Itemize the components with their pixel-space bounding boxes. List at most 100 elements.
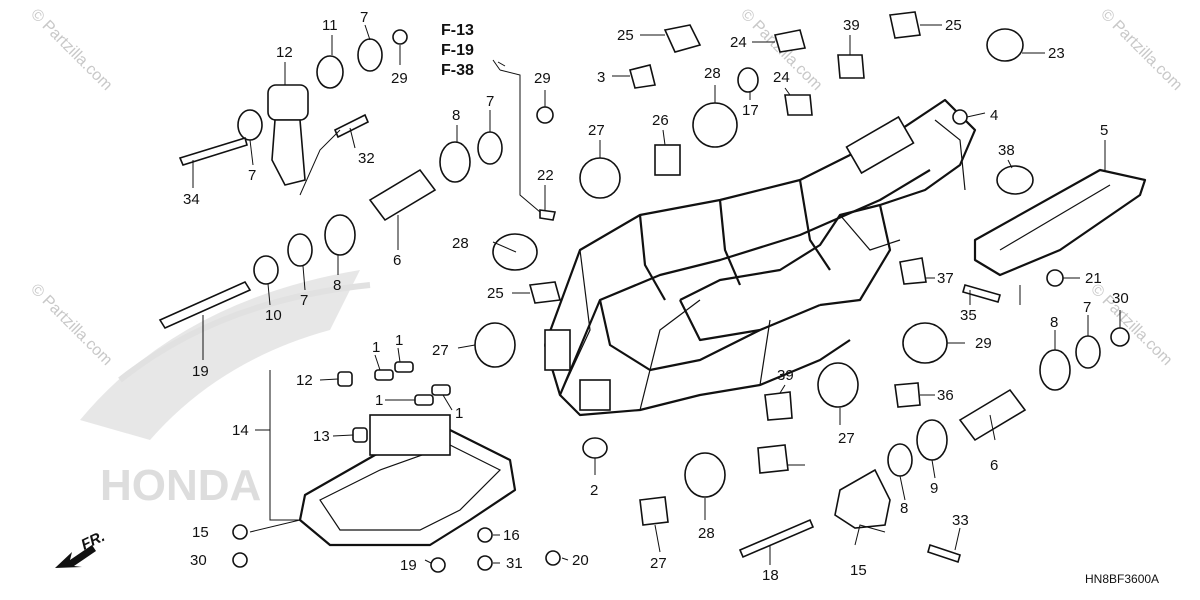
reference-page-3[interactable]: F-38	[441, 62, 474, 79]
reference-arrow	[492, 59, 501, 71]
washer-30-right	[477, 555, 493, 571]
clip-24-a	[528, 281, 562, 304]
callout-27-c: 27	[838, 430, 855, 447]
callout-24-b: 25	[487, 285, 504, 302]
bolt-19-left	[430, 557, 446, 573]
callout-1-a: 1	[372, 339, 380, 356]
bearing-8-lower	[324, 214, 356, 256]
callout-2: 2	[590, 482, 598, 499]
callout-23: 24	[773, 69, 790, 86]
callout-15-a: 15	[192, 524, 209, 541]
main-frame	[543, 98, 977, 417]
clamp-22	[986, 28, 1024, 62]
callout-21: 22	[537, 167, 554, 184]
callout-32: 33	[952, 512, 969, 529]
bushing-7-right	[1075, 335, 1101, 369]
callout-8-a: 8	[452, 107, 460, 124]
bolt-31	[333, 113, 370, 139]
callout-24-a: 24	[730, 34, 747, 51]
reference-page-1[interactable]: F-13	[441, 22, 474, 39]
rivet-12-a	[337, 371, 353, 387]
clip-39-low	[757, 444, 789, 474]
callout-25-b: 25	[945, 17, 962, 34]
callout-29-c: 30	[1112, 290, 1129, 307]
clamp-25-a	[663, 24, 702, 53]
callout-30-a: 30	[190, 552, 207, 569]
callout-6-a: 6	[393, 252, 401, 269]
rubber-1-d	[431, 384, 451, 396]
callout-28-c: 29	[975, 335, 992, 352]
reference-page-2[interactable]: F-19	[441, 42, 474, 59]
callout-25-a: 25	[617, 27, 634, 44]
clip-35	[894, 382, 921, 408]
callout-29-b: 29	[534, 70, 551, 87]
rubber-1-b	[394, 361, 414, 373]
bearing-8-left	[439, 141, 471, 183]
nut-29-right	[1110, 327, 1130, 347]
callout-7-a: 7	[360, 9, 368, 26]
callout-15-b: 16	[503, 527, 520, 544]
watermark-2: © Partzilla.com	[27, 6, 115, 94]
bushing-7-left	[237, 109, 263, 141]
bolt-4	[952, 109, 968, 125]
clip-24-b	[773, 29, 807, 53]
callout-37: 38	[998, 142, 1015, 159]
callout-12-a: 12	[296, 372, 313, 389]
callout-12-b: 13	[313, 428, 330, 445]
callout-6-b: 6	[990, 457, 998, 474]
clip-3	[629, 64, 656, 89]
collar-9	[253, 255, 279, 285]
bearing-8-bottom	[916, 419, 948, 461]
clip-26-b	[639, 496, 669, 526]
callout-22: 23	[1048, 45, 1065, 62]
callout-3: 3	[597, 69, 605, 86]
front-direction-indicator: FR.	[55, 528, 108, 568]
bushing-7-lower	[287, 233, 313, 267]
callout-36: 37	[937, 270, 954, 287]
callout-31: 32	[358, 150, 375, 167]
callout-18: 19	[192, 363, 209, 380]
callout-28-b: 28	[452, 235, 469, 252]
callout-8-b: 8	[333, 277, 341, 294]
callout-26-a: 26	[652, 112, 669, 129]
clamp-27-d	[684, 452, 726, 498]
bolt-21	[539, 209, 556, 221]
callout-10: 11	[322, 17, 338, 34]
callout-29-a: 29	[391, 70, 408, 87]
callout-38: 39	[777, 367, 794, 384]
bolt-32	[927, 543, 961, 564]
bolt-34	[962, 284, 1001, 303]
clamp-28-c	[902, 322, 948, 364]
callout-1-d: 1	[455, 405, 463, 422]
front-label: FR.	[79, 528, 108, 554]
clip-39-top	[837, 54, 865, 79]
bushing-7-top	[357, 38, 383, 72]
grommet-2	[582, 437, 608, 459]
callout-7-e: 7	[1083, 299, 1091, 316]
callout-34: 35	[960, 307, 977, 324]
clamp-28-a	[692, 102, 738, 148]
watermark-1: © Partzilla.com	[27, 281, 115, 369]
bolt-33	[178, 136, 248, 166]
callout-5: 5	[1100, 122, 1108, 139]
nut-29-mid	[536, 106, 554, 124]
callout-19-a: 19	[400, 557, 417, 574]
bolt-18	[158, 280, 252, 330]
callout-27-b: 27	[432, 342, 449, 359]
leader-lines	[192, 24, 1121, 565]
clip-38	[764, 391, 793, 421]
callout-20: 21	[1085, 270, 1102, 287]
collar-10	[316, 55, 344, 89]
rubber-1-a	[374, 369, 394, 381]
washer-30-left	[232, 552, 248, 568]
clamp-27-a	[579, 157, 621, 199]
callout-1-b: 1	[395, 332, 403, 349]
callout-33: 34	[183, 191, 200, 208]
clamp-37	[996, 165, 1034, 195]
callout-19-b: 20	[572, 552, 589, 569]
callout-35: 36	[937, 387, 954, 404]
nut-29-top	[392, 29, 408, 45]
sub-frame	[973, 168, 1147, 277]
callouts: 1 1 1 1 2 3 4 5 6 6 7 7 7 7 7 8 8 8 8 9 …	[183, 9, 1129, 584]
honda-brand-watermark: HONDA	[100, 461, 261, 510]
